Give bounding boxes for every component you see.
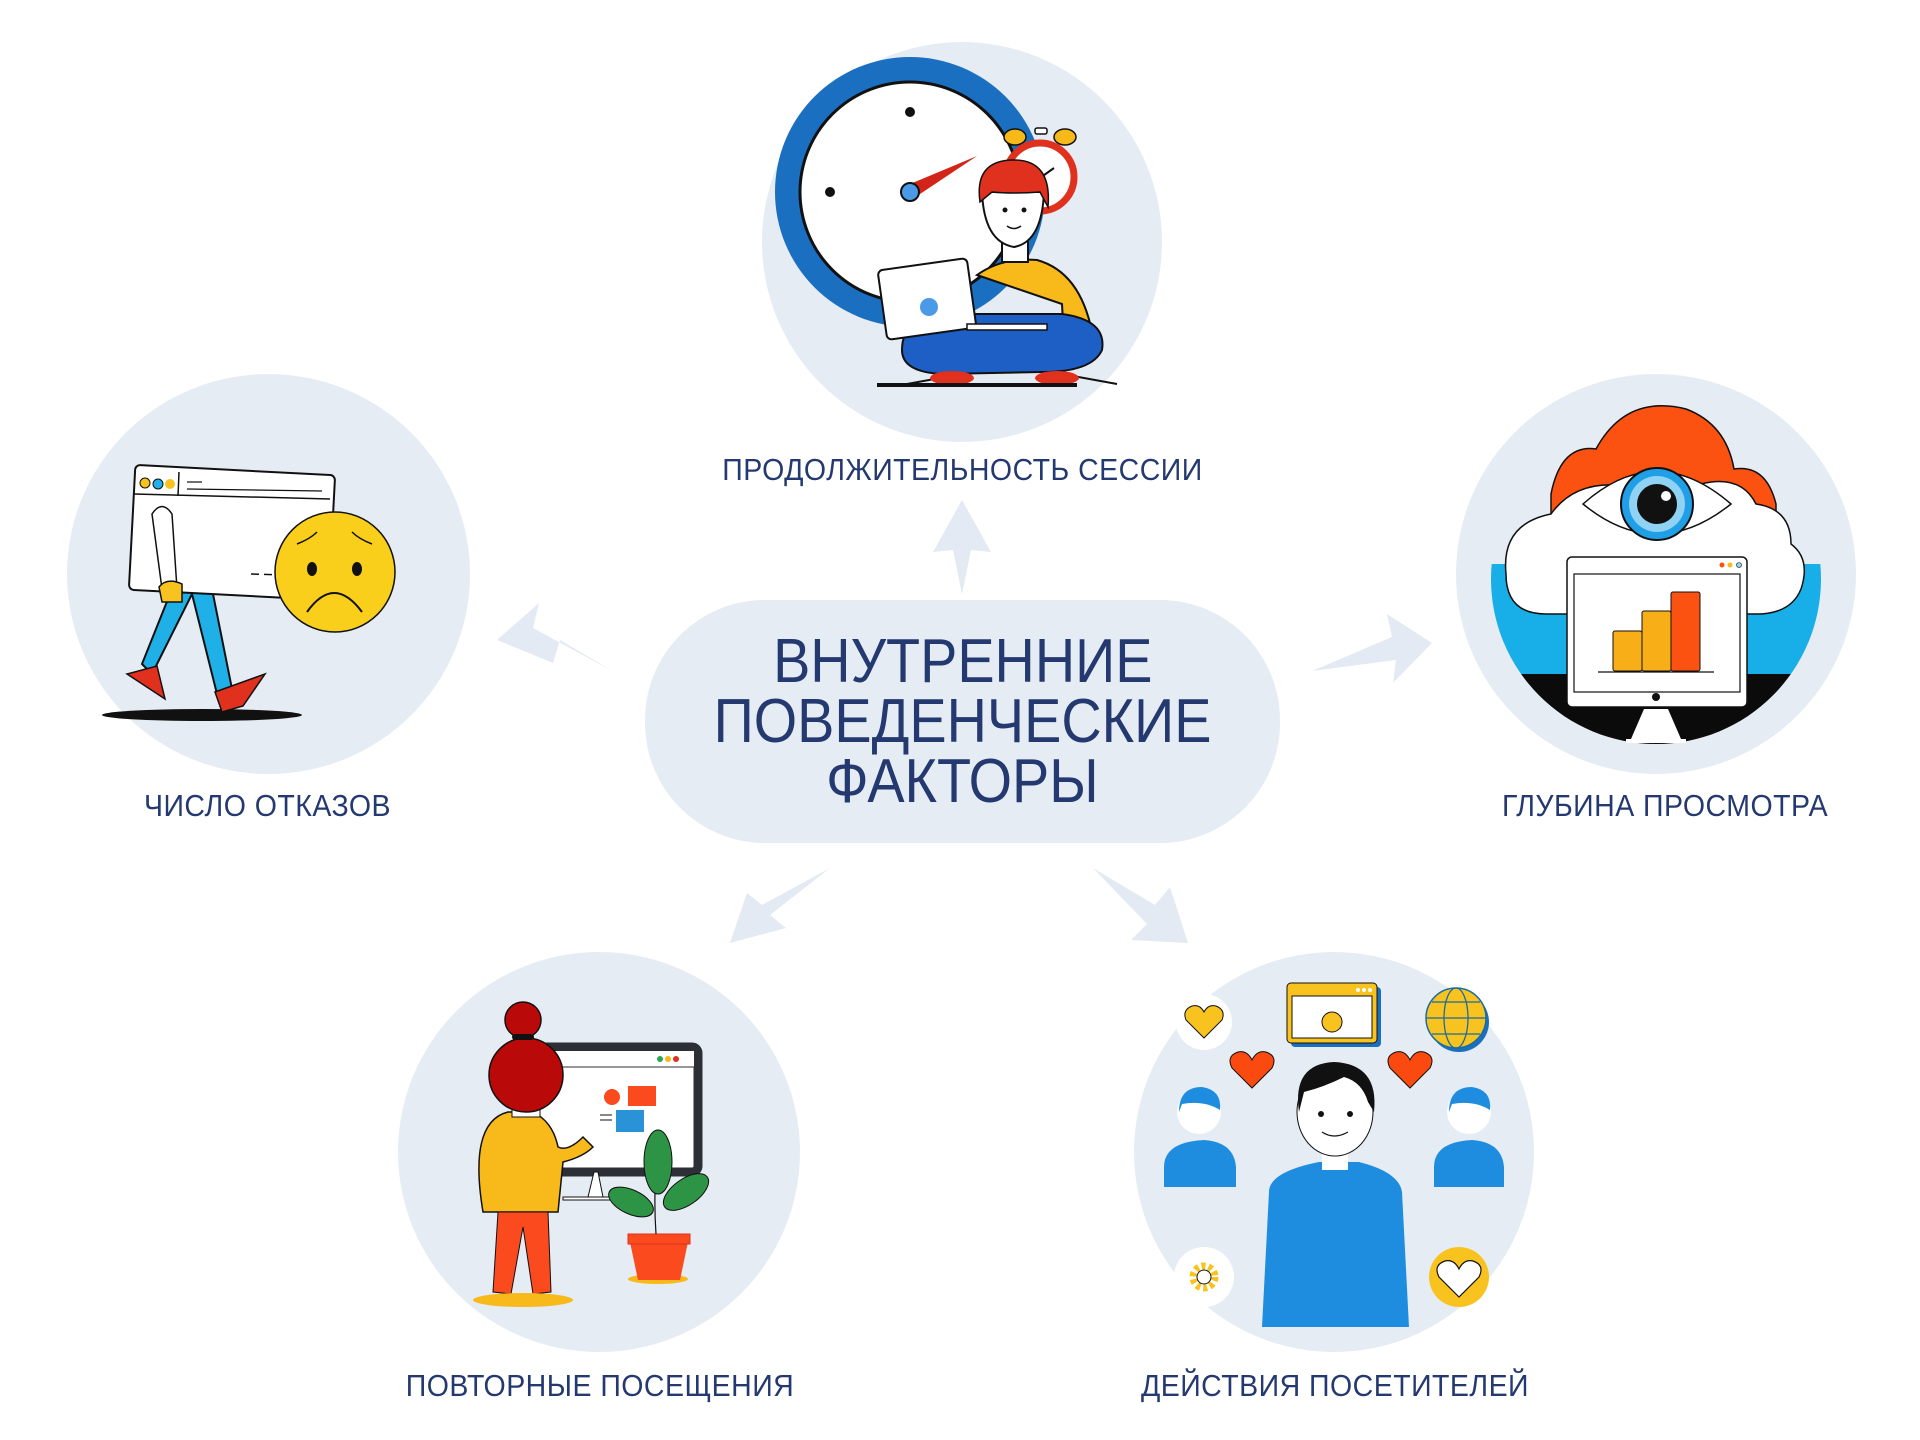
visitor-actions-label: ДЕЙСТВИЯ ПОСЕТИТЕЛЕЙ — [1140, 1368, 1530, 1403]
bounce-rate-label: ЧИСЛО ОТКАЗОВ — [143, 788, 391, 823]
arrow-down-left — [730, 868, 830, 943]
central-topic-line-2: ПОВЕДЕНЧЕСКИЕ — [713, 686, 1212, 756]
arrow-right — [1312, 614, 1432, 683]
session-duration-label: ПРОДОЛЖИТЕЛЬНОСТЬ СЕССИИ — [722, 452, 1203, 487]
return-visits-label: ПОВТОРНЫЕ ПОСЕЩЕНИЯ — [405, 1368, 795, 1403]
central-topic-line-3: ФАКТОРЫ — [826, 746, 1099, 816]
view-depth-label: ГЛУБИНА ПРОСМОТРА — [1501, 788, 1829, 823]
arrow-up — [933, 500, 991, 594]
central-topic: ВНУТРЕННИЕ ПОВЕДЕНЧЕСКИЕ ФАКТОРЫ — [645, 600, 1280, 843]
arrow-down-right — [1093, 868, 1188, 943]
people-hearts-globe-icon — [1164, 982, 1504, 1327]
eye-cloud-monitor-chart-icon — [1491, 405, 1821, 744]
clock-person-laptop-icon — [775, 57, 1118, 387]
walking-browser-sad-face-icon — [102, 464, 396, 721]
central-topic-line-1: ВНУТРЕННИЕ — [772, 626, 1153, 696]
woman-at-monitor-plant-icon — [473, 1001, 710, 1307]
arrow-left — [497, 603, 614, 672]
